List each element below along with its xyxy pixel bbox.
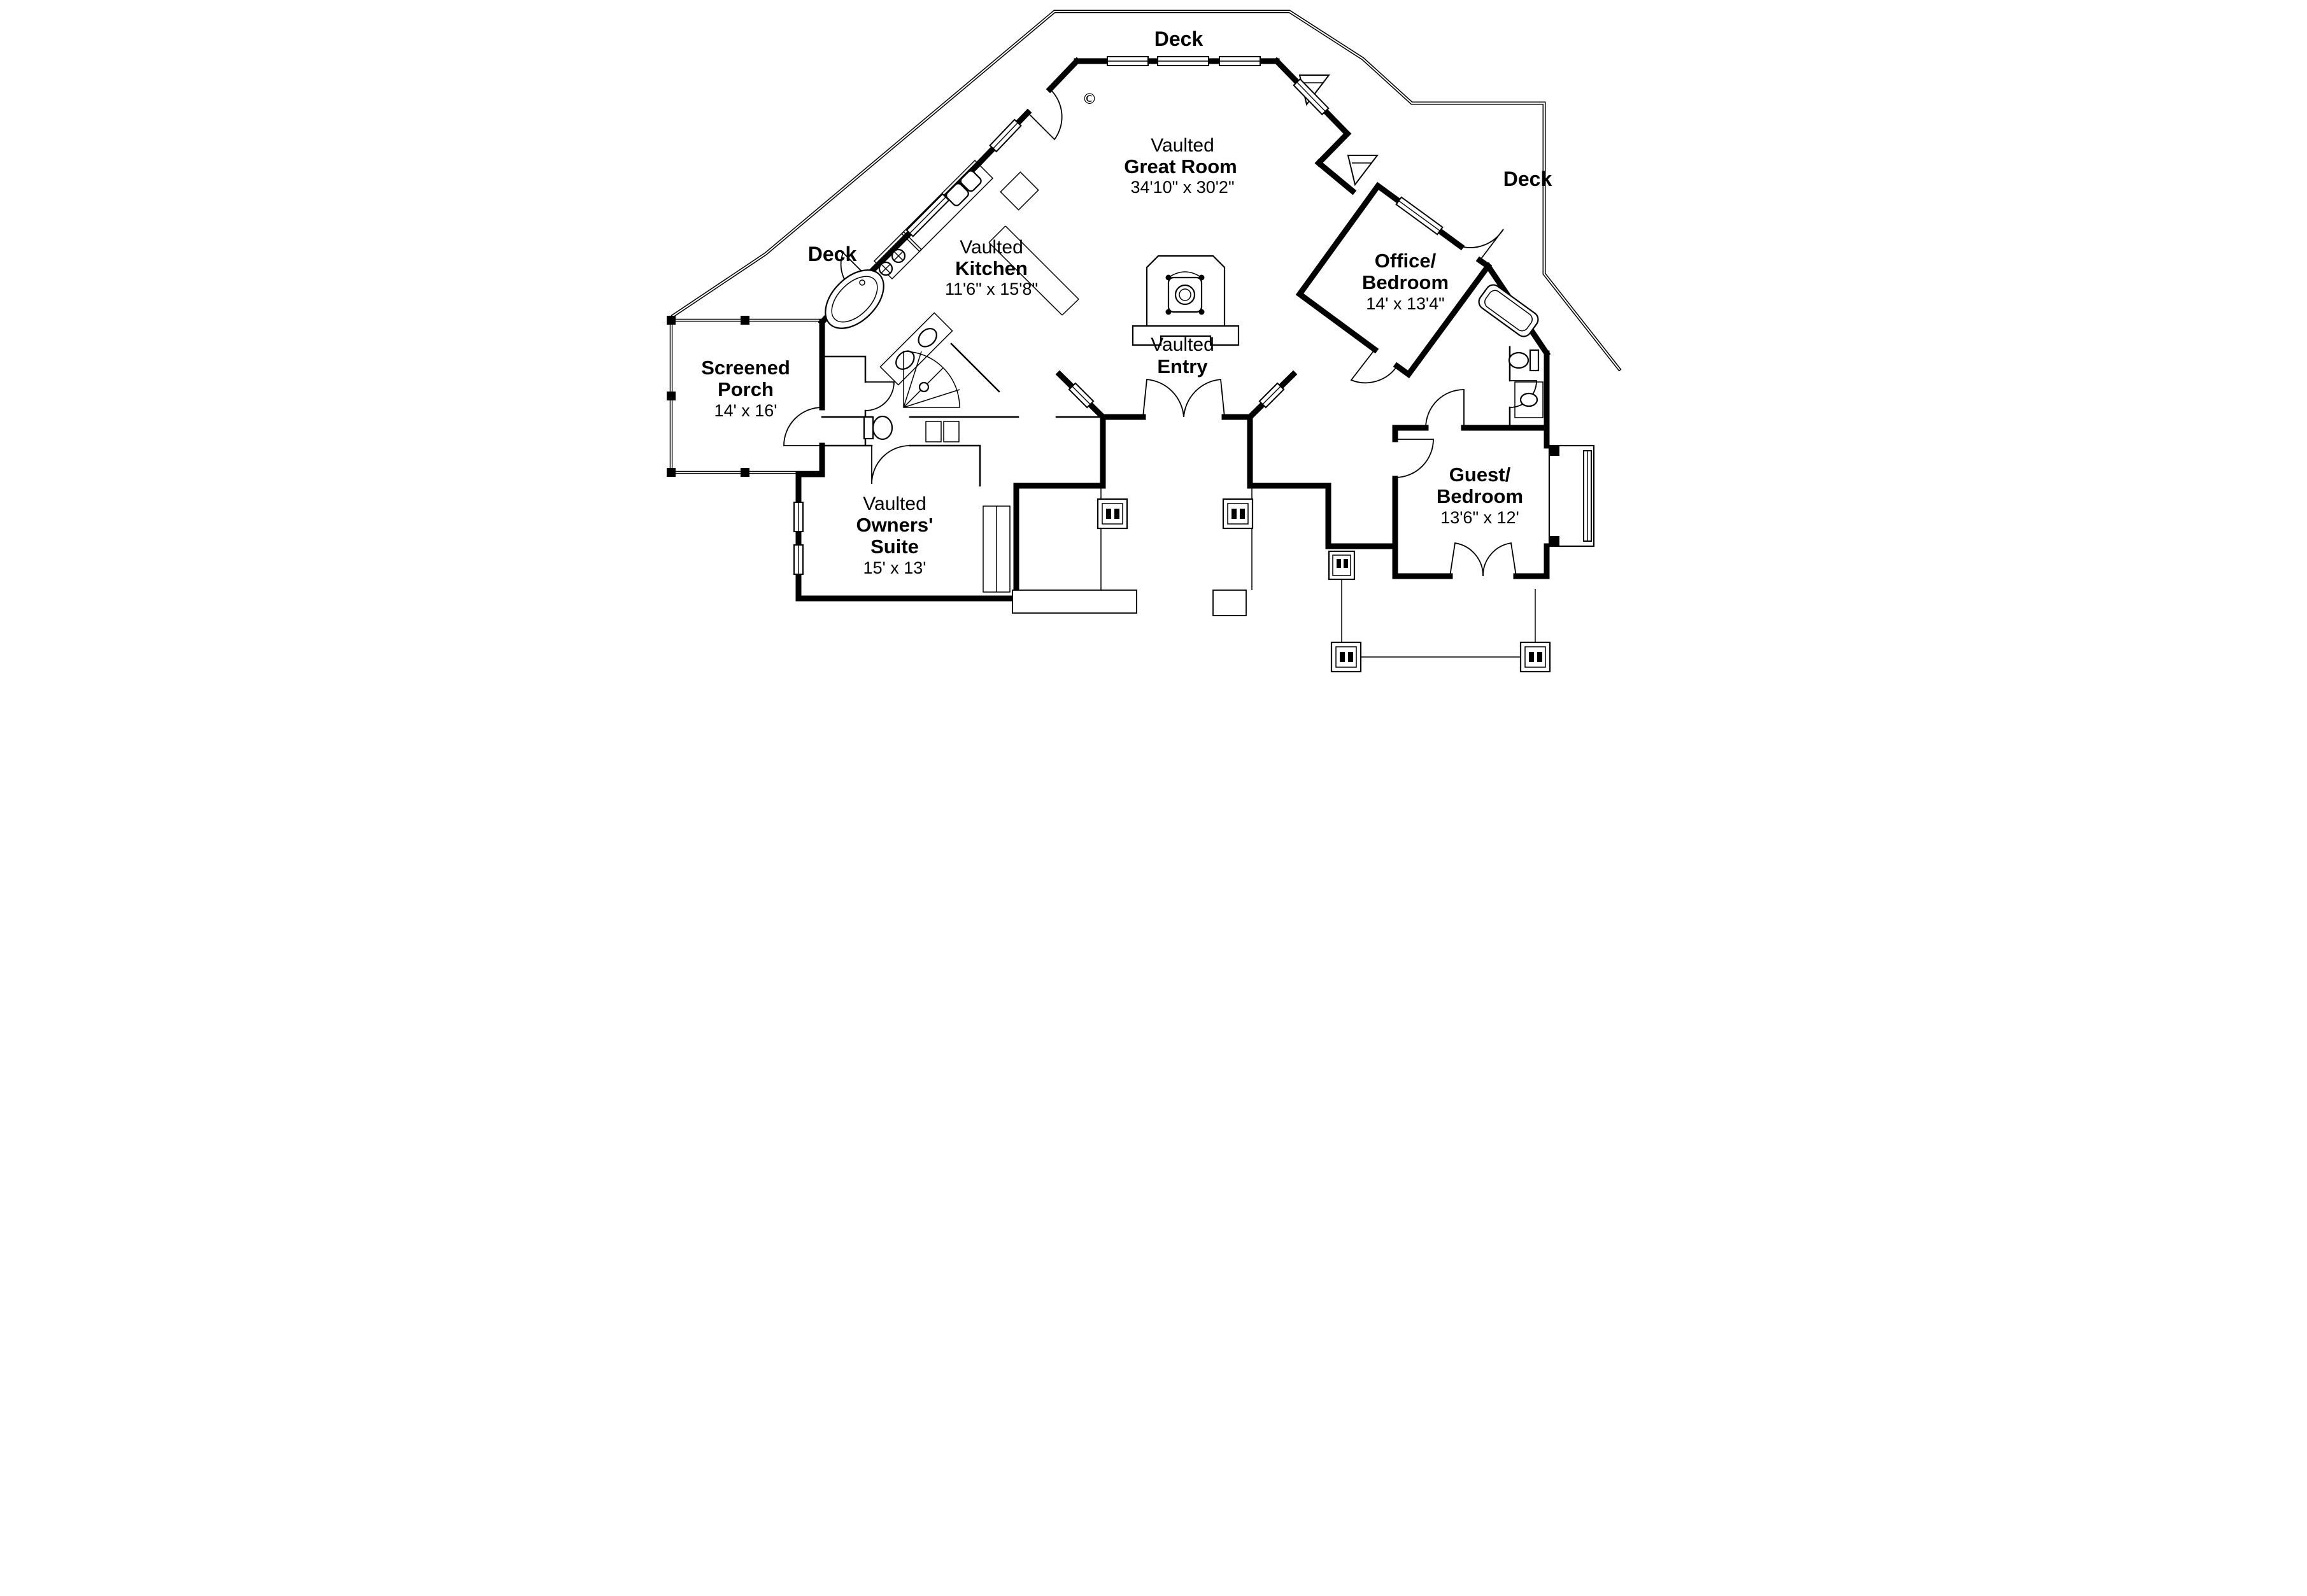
toilet-tank (1529, 349, 1540, 372)
guest-porch (1328, 550, 1551, 673)
post-icon (1519, 641, 1551, 673)
guest-french-door-right (1482, 542, 1517, 577)
post-icon (1222, 498, 1254, 530)
vanity-sinks (879, 312, 953, 386)
entry-steps (1212, 590, 1247, 616)
svg-text:Bedroom: Bedroom (1362, 271, 1449, 293)
post-icon (1330, 641, 1362, 673)
post-icon (1097, 498, 1128, 530)
svg-text:14' x 13'4": 14' x 13'4" (1366, 294, 1444, 313)
interior-walls (821, 343, 1511, 593)
post-icon (1328, 550, 1356, 581)
porch-post-icon (667, 316, 749, 477)
svg-text:Vaulted: Vaulted (960, 237, 1023, 258)
svg-text:Great Room: Great Room (1124, 155, 1237, 178)
svg-text:Vaulted: Vaulted (1151, 334, 1214, 355)
floor-plan-drawing: Deck Deck Deck © Vaulted Great Room 34'1… (662, 0, 1645, 681)
fireplace-icon (1132, 255, 1240, 346)
entry-porch (1012, 486, 1254, 616)
office-hall-door (1350, 349, 1398, 384)
svg-text:Suite: Suite (870, 535, 919, 558)
kitchen-island (988, 225, 1079, 316)
screened-porch-door (783, 407, 823, 446)
deck-label-left: Deck (808, 243, 857, 265)
deck-label-top: Deck (1154, 27, 1203, 50)
deck-label-right: Deck (1503, 167, 1552, 190)
room-label-owners-suite: Vaulted Owners' Suite 15' x 13' (856, 493, 933, 577)
bay-window-icon (1548, 444, 1595, 547)
entry-steps (1012, 590, 1137, 614)
screened-porch-walls (667, 316, 821, 477)
room-label-great-room: Vaulted Great Room 34'10" x 30'2" (1124, 135, 1237, 197)
guest-french-door-left (1449, 542, 1484, 577)
svg-text:Vaulted: Vaulted (1151, 135, 1214, 156)
owners-wc-door (865, 381, 895, 411)
svg-text:14' x 16': 14' x 16' (714, 401, 777, 420)
guest-bedroom-door (1395, 439, 1434, 478)
owners-bath (825, 269, 960, 441)
floor-plan-page: Deck Deck Deck © Vaulted Great Room 34'1… (662, 0, 1645, 681)
room-label-entry: Vaulted Entry (1151, 334, 1214, 378)
cooktop (873, 230, 923, 280)
guest-bath-door (1425, 389, 1465, 428)
labels: Deck Deck Deck © Vaulted Great Room 34'1… (701, 27, 1552, 577)
toilet-icon (863, 415, 893, 441)
window-icon (793, 56, 1444, 575)
room-label-guest-bedroom: Guest/ Bedroom 13'6" x 12' (1437, 463, 1523, 527)
svg-text:15' x 13': 15' x 13' (863, 558, 926, 577)
room-label-screened-porch: Screened Porch 14' x 16' (701, 357, 790, 420)
room-label-office-bedroom: Office/ Bedroom 14' x 13'4" (1362, 250, 1449, 313)
svg-text:Kitchen: Kitchen (955, 257, 1028, 279)
svg-text:Guest/: Guest/ (1449, 463, 1511, 486)
svg-text:Bedroom: Bedroom (1437, 485, 1523, 507)
windows (793, 56, 1595, 575)
bathtub-icon (1478, 284, 1539, 337)
fixtures (825, 159, 1551, 673)
svg-text:Owners': Owners' (856, 514, 933, 536)
svg-text:Entry: Entry (1157, 355, 1208, 378)
bathtub-icon (825, 269, 884, 329)
shower-icon (903, 351, 960, 408)
toilet-icon (1508, 351, 1530, 369)
svg-text:Office/: Office/ (1375, 250, 1437, 272)
svg-text:34'10" x 30'2": 34'10" x 30'2" (1130, 178, 1234, 197)
room-label-kitchen: Vaulted Kitchen 11'6" x 15'8" (945, 237, 1038, 299)
copyright-symbol: © (1083, 91, 1097, 108)
svg-text:11'6" x 15'8": 11'6" x 15'8" (945, 279, 1038, 299)
kitchen-sink-icon (946, 170, 982, 206)
svg-text:Vaulted: Vaulted (863, 493, 926, 514)
kitchen-counter (873, 159, 1079, 316)
great-room-deck-door (1027, 88, 1063, 141)
guest-bath (1478, 284, 1544, 418)
owners-suite-door (871, 445, 911, 484)
doors (783, 88, 1537, 577)
sink-icon (1519, 392, 1538, 407)
svg-text:Porch: Porch (718, 378, 774, 400)
svg-text:13'6" x 12': 13'6" x 12' (1440, 508, 1519, 527)
office-deck-door (1460, 229, 1504, 261)
entry-door-right (1183, 379, 1225, 418)
svg-text:Screened: Screened (701, 357, 790, 379)
entry-door-left (1142, 379, 1184, 418)
